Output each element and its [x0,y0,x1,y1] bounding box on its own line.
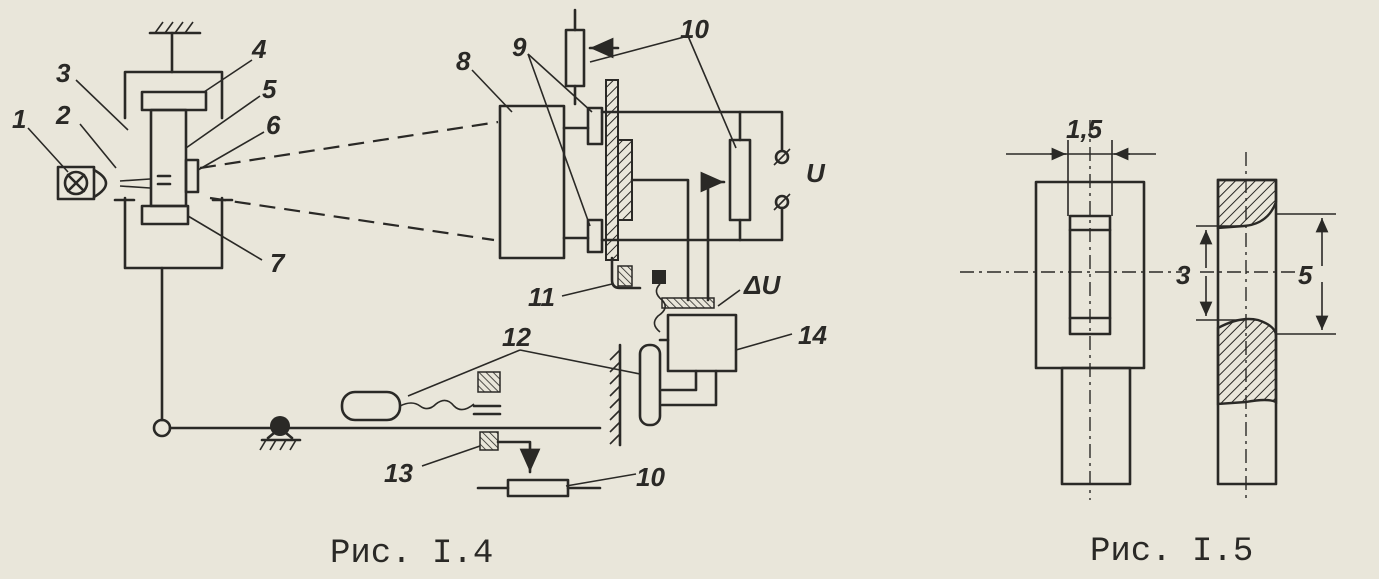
figure-5-caption: Рис. I.5 [1090,533,1253,571]
lever-motor [340,371,502,422]
dim-outer-label: 5 [1298,260,1313,290]
light-source [56,165,151,201]
membrane-assembly [140,90,208,226]
ceiling-support [148,21,202,74]
servo-motor [609,343,662,447]
figure-4-caption: Рис. I.4 [330,535,493,573]
top-potentiometer [564,8,620,106]
leader-lines [27,35,793,487]
label-2: 2 [55,100,71,130]
figure-4: 1 2 3 4 5 6 7 8 9 10 U 11 ΔU 14 12 13 10… [12,8,827,573]
label-7: 7 [270,248,286,278]
amplifier-block [658,297,738,407]
small-coil [652,270,666,333]
label-1: 1 [12,104,26,134]
label-12: 12 [502,322,531,352]
label-delta-u: ΔU [743,270,781,300]
label-13: 13 [384,458,413,488]
lower-potentiometer [476,431,602,498]
dim-inner-label: 3 [1176,260,1191,290]
lever-bracket [610,256,642,290]
photocells [562,79,633,261]
label-5: 5 [262,74,277,104]
label-u: U [806,158,826,188]
label-9: 9 [512,32,527,62]
moving-screen [605,79,619,261]
balance-lever [152,416,602,451]
optical-ray-lower [209,196,495,242]
label-10-bottom: 10 [636,462,665,492]
label-6: 6 [266,110,281,140]
hatched-top [1216,178,1278,230]
label-3: 3 [56,58,71,88]
bridge-wiring [600,110,791,302]
hatched-bottom [1216,317,1278,406]
dim-width-label: 1,5 [1066,114,1103,144]
figure-5: 1,5 3 5 Рис. I.5 [960,114,1336,571]
label-4: 4 [251,34,267,64]
section-view [1196,152,1336,500]
front-view [960,120,1182,500]
label-8: 8 [456,46,471,76]
sensor-housing [113,70,234,422]
label-11: 11 [528,282,555,312]
photodetector-block [498,104,566,260]
label-14: 14 [798,320,827,350]
optical-ray-upper [199,120,499,170]
label-10-top: 10 [680,14,709,44]
